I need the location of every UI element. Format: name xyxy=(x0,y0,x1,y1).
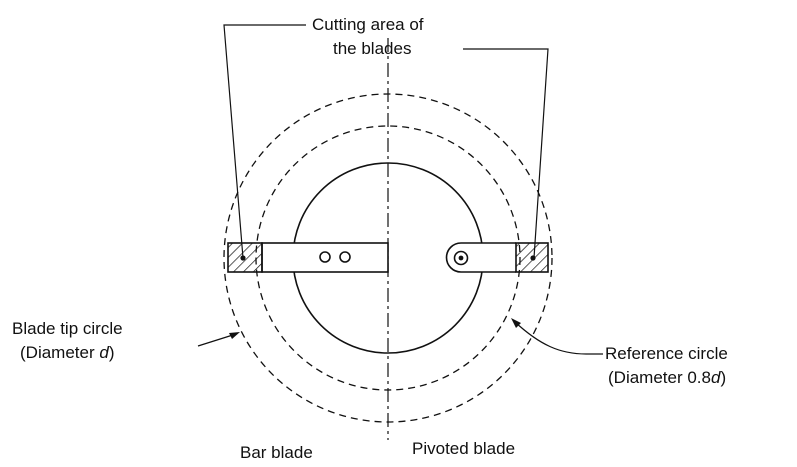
blade-tip-label-line2: (Diameter d) xyxy=(20,343,115,362)
blade-tip-leader xyxy=(197,333,237,347)
reference-arrowhead xyxy=(511,318,521,328)
bar-blade-label: Bar blade xyxy=(240,443,313,462)
bar-blade xyxy=(227,242,389,273)
bar-blade-body xyxy=(261,242,389,273)
pivoted-blade-cutting-area xyxy=(515,242,549,273)
cutting-point-right xyxy=(530,255,536,261)
blade-tip-label-line1: Blade tip circle xyxy=(12,319,123,338)
pivoted-blade-body xyxy=(445,242,516,273)
pivoted-blade xyxy=(445,242,549,273)
pivot-hole-outer xyxy=(453,250,469,266)
cutting-area-leader-left xyxy=(223,24,306,259)
blade-tip-circle xyxy=(223,93,553,423)
cutting-area-label-line1: Cutting area of xyxy=(312,15,424,34)
reference-leader xyxy=(514,321,603,355)
pivot-hole-inner xyxy=(458,255,464,261)
bar-blade-hole-2 xyxy=(339,251,351,263)
cutting-area-leader-right xyxy=(463,48,549,259)
bar-blade-hole-1 xyxy=(319,251,331,263)
reference-label-line1: Reference circle xyxy=(605,344,728,363)
blade-tip-arrowhead xyxy=(229,332,240,339)
cutting-area-label-line2: the blades xyxy=(333,39,411,58)
reference-label-line2: (Diameter 0.8d) xyxy=(608,368,726,387)
pivoted-blade-label: Pivoted blade xyxy=(412,439,515,458)
